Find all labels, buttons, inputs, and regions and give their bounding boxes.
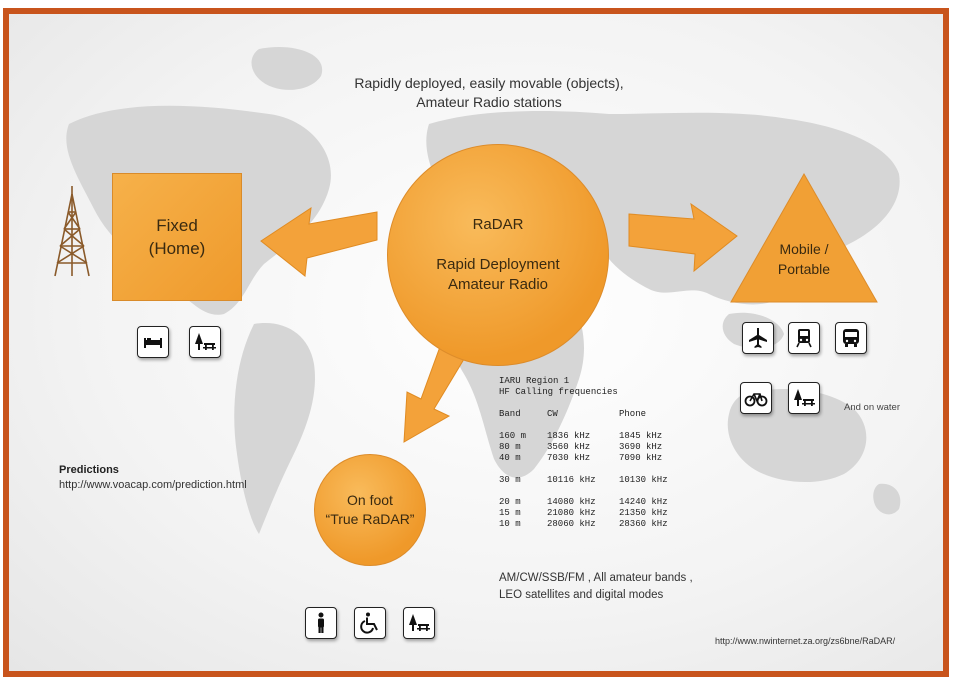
- walking-person-icon: [305, 607, 337, 639]
- phone-cell: 1845 kHz: [619, 431, 663, 441]
- bed-icon: [137, 326, 169, 358]
- table-row: 40 m 7030 kHz 7090 kHz: [499, 453, 679, 464]
- predictions-url[interactable]: http://www.voacap.com/prediction.html: [59, 479, 247, 491]
- phone-cell: 28360 kHz: [619, 519, 668, 529]
- band-cell: 30 m: [499, 475, 521, 485]
- cw-cell: 28060 kHz: [547, 519, 596, 529]
- top-caption: Rapidly deployed, easily movable (object…: [309, 74, 669, 112]
- cw-cell: 7030 kHz: [547, 453, 591, 463]
- mobile-portable-label: Mobile / Portable: [749, 239, 859, 279]
- diagram-frame: Rapidly deployed, easily movable (object…: [3, 8, 949, 677]
- phone-cell: 7090 kHz: [619, 453, 663, 463]
- header-band: Band: [499, 409, 521, 419]
- band-cell: 15 m: [499, 508, 521, 518]
- header-phone: Phone: [619, 409, 647, 419]
- band-cell: 160 m: [499, 431, 527, 441]
- frequency-table: IARU Region 1 HF Calling frequencies Ban…: [499, 376, 679, 530]
- frequency-title-line2: HF Calling frequencies: [499, 387, 618, 397]
- on-water-label: And on water: [844, 402, 900, 413]
- radar-title: RaDAR: [472, 216, 524, 233]
- table-row: 30 m 10116 kHz 10130 kHz: [499, 475, 679, 486]
- band-cell: 40 m: [499, 453, 521, 463]
- cw-cell: 10116 kHz: [547, 475, 596, 485]
- picnic-icon: [189, 326, 221, 358]
- table-row: 160 m 1836 kHz 1845 kHz: [499, 431, 679, 442]
- train-icon: [788, 322, 820, 354]
- band-cell: 20 m: [499, 497, 521, 507]
- mobile-label-line1: Mobile /: [779, 241, 829, 257]
- table-row: 80 m 3560 kHz 3690 kHz: [499, 442, 679, 453]
- on-foot-circle: On foot “True RaDAR”: [314, 454, 426, 566]
- cw-cell: 1836 kHz: [547, 431, 591, 441]
- frequency-title-line1: IARU Region 1: [499, 376, 570, 386]
- header-cw: CW: [547, 409, 558, 419]
- picnic-icon: [788, 382, 820, 414]
- top-caption-line1: Rapidly deployed, easily movable (object…: [354, 75, 624, 91]
- fixed-home-box: Fixed (Home): [112, 173, 242, 301]
- picnic-icon: [403, 607, 435, 639]
- on-foot-line2: “True RaDAR”: [325, 511, 415, 527]
- phone-cell: 21350 kHz: [619, 508, 668, 518]
- cw-cell: 21080 kHz: [547, 508, 596, 518]
- airplane-icon: [742, 322, 774, 354]
- fixed-label-line1: Fixed: [156, 216, 198, 235]
- predictions-title: Predictions: [59, 464, 119, 476]
- radar-subtitle-line2: Amateur Radio: [447, 276, 549, 293]
- wheelchair-icon: [354, 607, 386, 639]
- mobile-label-line2: Portable: [777, 261, 831, 277]
- source-url[interactable]: http://www.nwinternet.za.org/zs6bne/RaDA…: [715, 636, 896, 646]
- cw-cell: 3560 kHz: [547, 442, 591, 452]
- table-row: 15 m 21080 kHz 21350 kHz: [499, 508, 679, 519]
- fixed-label-line2: (Home): [148, 239, 206, 258]
- on-foot-line1: On foot: [347, 492, 393, 508]
- modes-line1: AM/CW/SSB/FM , All amateur bands ,: [499, 572, 693, 584]
- table-row: 20 m 14080 kHz 14240 kHz: [499, 497, 679, 508]
- band-cell: 10 m: [499, 519, 521, 529]
- radar-subtitle-line1: Rapid Deployment: [436, 256, 560, 273]
- bus-icon: [835, 322, 867, 354]
- phone-cell: 14240 kHz: [619, 497, 668, 507]
- frequency-header-row: Band CW Phone: [499, 409, 679, 420]
- modes-line2: LEO satellites and digital modes: [499, 589, 664, 601]
- mobile-triangle: [730, 172, 878, 303]
- modes-text: AM/CW/SSB/FM , All amateur bands , LEO s…: [499, 570, 693, 604]
- band-cell: 80 m: [499, 442, 521, 452]
- radar-center-circle: RaDAR Rapid Deployment Amateur Radio: [387, 144, 609, 366]
- phone-cell: 3690 kHz: [619, 442, 663, 452]
- radio-tower-icon: [54, 186, 90, 277]
- table-row: 10 m 28060 kHz 28360 kHz: [499, 519, 679, 530]
- top-caption-line2: Amateur Radio stations: [416, 94, 562, 110]
- phone-cell: 10130 kHz: [619, 475, 668, 485]
- cw-cell: 14080 kHz: [547, 497, 596, 507]
- bicycle-icon: [740, 382, 772, 414]
